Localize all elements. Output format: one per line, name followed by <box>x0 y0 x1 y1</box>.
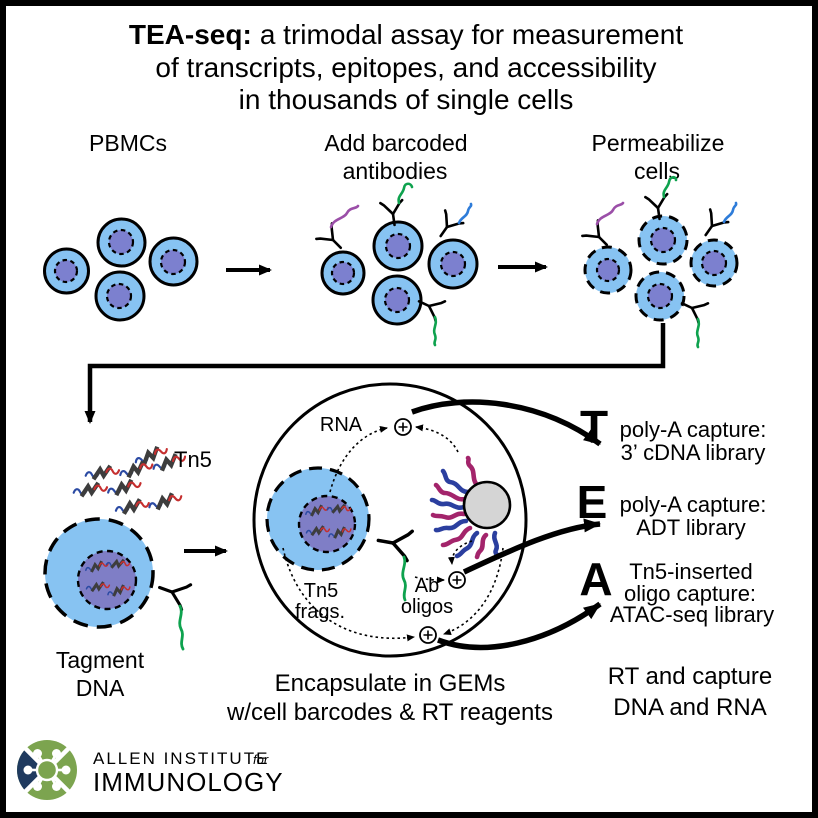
bead-body <box>462 480 512 530</box>
tagment-caption-1: Tagment <box>56 647 145 673</box>
tagment-cell <box>43 517 155 629</box>
output-A-desc-2: oligo capture: <box>624 581 756 606</box>
antibody-y-icon <box>374 524 414 563</box>
green-oligo <box>432 315 438 347</box>
arrow-permeabilize-to-tagment <box>84 323 666 424</box>
antibody-y-icon <box>695 208 730 243</box>
tagmentation-step: Tn5 Tagment DNA <box>43 446 212 701</box>
purple-oligo <box>595 201 625 226</box>
permeabilize-label-1: Permeabilize <box>592 130 725 156</box>
add-antibodies-label-1: Add barcoded <box>324 130 467 156</box>
title-line3: in thousands of single cells <box>239 84 574 115</box>
rna-label: RNA <box>320 414 363 436</box>
rna-to-capture-arrow <box>329 425 388 493</box>
ab-oligos-label-2: oligos <box>401 596 453 618</box>
tn5-frags-to-capture-arrow <box>282 547 415 642</box>
panel-permeabilize: Permeabilize cells <box>581 130 739 349</box>
plus-circle-icon <box>419 626 437 644</box>
barcoded-antibodies <box>581 175 738 349</box>
output-E-desc-2: ADT library <box>636 515 746 540</box>
gem-boundary <box>252 382 528 658</box>
bead-capture-oligos <box>429 455 501 560</box>
antibody-y-icon <box>153 573 193 612</box>
logo-division-text: IMMUNOLOGY <box>93 767 284 797</box>
gem-caption-2: w/cell barcodes & RT reagents <box>226 699 553 726</box>
capture-paths <box>282 424 504 642</box>
plus-circle-icon <box>394 418 412 436</box>
pbmc-cells <box>43 217 199 322</box>
permeabilize-label-2: cells <box>634 158 680 184</box>
gem-caption-1: Encapsulate in GEMs <box>275 670 506 697</box>
output-accessibility: A Tn5-inserted oligo capture: ATAC-seq l… <box>579 553 774 627</box>
gem-droplet: RNA Tn5 frags. Ab oligos <box>252 382 528 658</box>
output-A-desc-1: Tn5-inserted <box>629 559 753 584</box>
rt-caption-1: RT and capture <box>608 663 773 690</box>
output-letter-A: A <box>579 553 612 605</box>
arrow-to-accessibility-library <box>437 601 602 651</box>
ab-oligos-label-1: Ab <box>415 575 439 597</box>
output-letter-E: E <box>577 476 608 528</box>
title-line1: TEA-seq:a trimodal assay for measurement <box>129 19 683 50</box>
arrow-to-transcripts-library <box>411 399 602 447</box>
tn5-label: Tn5 <box>174 447 212 472</box>
permeabilized-cells <box>583 214 739 322</box>
tn5-complex-cluster <box>74 446 187 512</box>
bead-to-adt-capture-arrow <box>447 540 473 565</box>
barcoded-antibodies <box>315 182 473 347</box>
logo-institute-text: ALLEN INSTITUTE <box>93 749 269 768</box>
purple-oligo <box>329 204 360 229</box>
panel-pbmcs: PBMCs <box>43 130 199 322</box>
output-E-desc-1: poly-A capture: <box>620 492 767 517</box>
output-letter-T: T <box>580 401 608 453</box>
blue-oligo <box>722 201 738 224</box>
output-transcripts: T poly-A capture: 3’ cDNA library <box>580 401 766 465</box>
panel-add-antibodies: Add barcoded antibodies <box>315 130 479 347</box>
output-epitopes: E poly-A capture: ADT library <box>577 476 767 540</box>
stained-cells <box>320 220 479 326</box>
bead-to-atac-capture-arrow <box>443 547 504 635</box>
bead-to-rna-capture-arrow <box>415 424 459 453</box>
output-T-desc-1: poly-A capture: <box>620 417 767 442</box>
green-oligo <box>695 317 701 349</box>
pbmcs-label: PBMCs <box>89 130 167 156</box>
gel-bead <box>429 455 512 560</box>
output-A-desc-3: ATAC-seq library <box>610 602 774 627</box>
antibody-y-icon <box>430 209 465 244</box>
tn5-frags-label-2: frags. <box>295 601 345 623</box>
gem-cell <box>265 466 371 572</box>
arrow-to-epitopes-library <box>462 518 601 575</box>
green-oligo <box>662 175 678 199</box>
tn5-frags-label-1: Tn5 <box>304 580 338 602</box>
plus-circle-icon <box>448 571 466 589</box>
tagment-caption-2: DNA <box>76 675 125 701</box>
blue-oligo <box>457 202 473 225</box>
allen-institute-logo-icon <box>17 740 77 800</box>
green-oligo <box>178 604 185 651</box>
logo-for-text: for <box>253 752 269 767</box>
allen-institute-logo: ALLEN INSTITUTE for IMMUNOLOGY <box>17 740 284 800</box>
rt-caption-2: DNA and RNA <box>613 694 766 721</box>
add-antibodies-label-2: antibodies <box>343 158 448 184</box>
output-T-desc-2: 3’ cDNA library <box>621 440 766 465</box>
green-oligo <box>401 555 407 602</box>
green-oligo <box>397 182 414 205</box>
figure-title: TEA-seq:a trimodal assay for measurement… <box>129 19 683 115</box>
title-line2: of transcripts, epitopes, and accessibil… <box>155 52 656 83</box>
